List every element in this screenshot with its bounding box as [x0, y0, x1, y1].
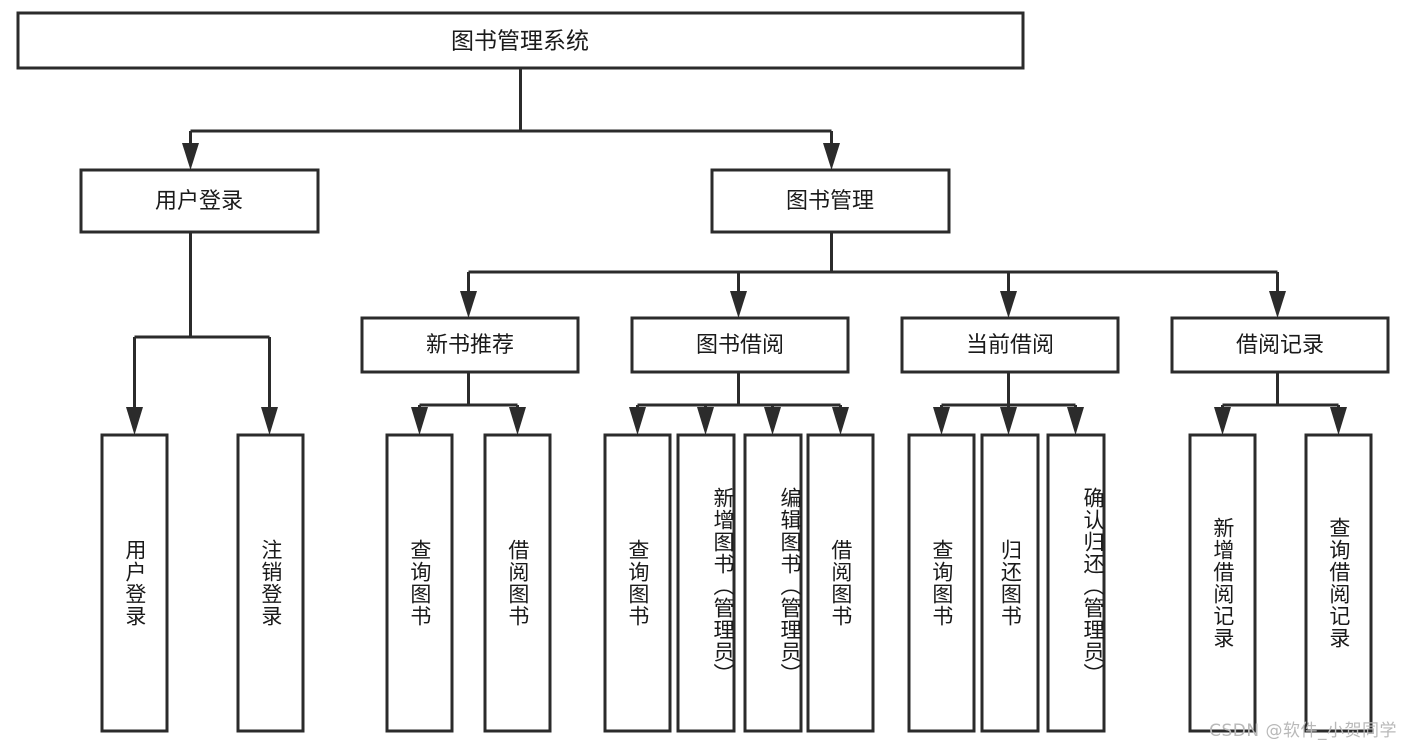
node-label-current-borrow: 当前借阅: [966, 333, 1054, 358]
node-label-new-book-recommend: 新书推荐: [426, 333, 514, 358]
arrow-head-leaf-user-login-2: [261, 407, 278, 435]
arrow-head-leaf-nbr-1: [411, 407, 428, 435]
arrow-head-leaf-bb-2: [697, 407, 714, 435]
node-box-current-borrow[interactable]: [900, 316, 1120, 374]
arrow-head-leaf-cb-3: [1067, 407, 1084, 435]
arrow-head-user-login: [182, 143, 199, 170]
arrow-head-new-book-recommend: [460, 291, 477, 318]
node-box-leaf-br-2[interactable]: [1304, 433, 1373, 733]
node-box-leaf-bb-4[interactable]: [806, 433, 875, 733]
node-box-user-login[interactable]: [79, 168, 320, 234]
arrow-head-book-manage: [823, 143, 840, 170]
arrow-head-leaf-bb-1: [629, 407, 646, 435]
node-box-leaf-cb-1[interactable]: [907, 433, 976, 733]
arrow-head-leaf-cb-2: [1000, 407, 1017, 435]
node-box-borrow-record[interactable]: [1170, 316, 1390, 374]
node-label-borrow-record: 借阅记录: [1236, 333, 1324, 358]
node-box-root[interactable]: [16, 11, 1025, 70]
connector-group-borrow-record: [1214, 372, 1347, 435]
node-box-leaf-bb-2[interactable]: [676, 433, 736, 733]
node-box-book-borrow[interactable]: [630, 316, 850, 374]
connector-group-new-book-recommend: [411, 372, 526, 435]
node-box-leaf-nbr-2[interactable]: [483, 433, 552, 733]
node-box-new-book-recommend[interactable]: [360, 316, 580, 374]
arrow-head-book-borrow: [730, 291, 747, 318]
arrow-head-leaf-bb-4: [832, 407, 849, 435]
node-box-leaf-cb-3[interactable]: [1046, 433, 1106, 733]
arrow-head-borrow-record: [1269, 291, 1286, 318]
arrow-head-leaf-br-1: [1214, 407, 1231, 435]
connector-group-book-manage: [460, 232, 1286, 318]
node-label-user-login: 用户登录: [155, 189, 243, 214]
connector-group-book-borrow: [629, 372, 849, 435]
arrow-head-leaf-cb-1: [933, 407, 950, 435]
node-box-leaf-bb-1[interactable]: [603, 433, 672, 733]
connector-group-user-login: [126, 232, 278, 435]
node-box-book-manage[interactable]: [710, 168, 951, 234]
connector-group-root: [182, 68, 840, 170]
node-label-book-manage: 图书管理: [786, 189, 874, 214]
arrow-head-leaf-br-2: [1330, 407, 1347, 435]
node-box-leaf-br-1[interactable]: [1188, 433, 1257, 733]
arrow-head-current-borrow: [1000, 291, 1017, 318]
csdn-watermark: CSDN @软件_小贺同学: [1209, 721, 1397, 741]
arrow-head-leaf-user-login-1: [126, 407, 143, 435]
connector-group-current-borrow: [933, 372, 1084, 435]
node-label-root: 图书管理系统: [451, 29, 589, 55]
node-box-leaf-cb-2[interactable]: [980, 433, 1040, 733]
node-box-leaf-user-login-2[interactable]: [236, 433, 305, 733]
node-box-leaf-user-login-1[interactable]: [100, 433, 169, 733]
node-box-leaf-nbr-1[interactable]: [385, 433, 454, 733]
node-box-leaf-bb-3[interactable]: [743, 433, 803, 733]
arrow-head-leaf-nbr-2: [509, 407, 526, 435]
node-label-book-borrow: 图书借阅: [696, 333, 784, 358]
arrow-head-leaf-bb-3: [764, 407, 781, 435]
